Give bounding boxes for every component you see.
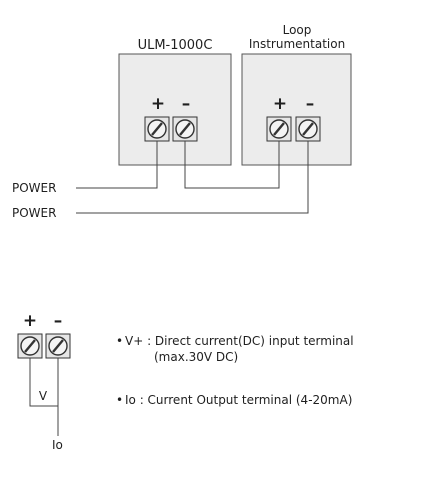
legend-minus-sign: –	[54, 311, 63, 331]
power-label-1: POWER	[12, 181, 56, 195]
instrumentation-label: Instrumentation	[249, 37, 345, 51]
legend-plus-sign: +	[23, 311, 37, 331]
wire-power-1	[76, 141, 158, 189]
loop-instrumentation-box	[241, 53, 352, 166]
note-bullet-2: •	[116, 393, 123, 407]
legend-minus-terminal-icon	[45, 333, 71, 359]
wire-power-2	[76, 141, 309, 214]
ulm-plus-sign: +	[151, 94, 165, 114]
legend-v-label: V	[39, 389, 48, 403]
legend-v-wire	[29, 358, 58, 407]
note-1-line-1: V+ : Direct current(DC) input terminal	[125, 334, 354, 348]
power-label-2: POWER	[12, 206, 56, 220]
loop-label: Loop	[283, 23, 312, 37]
ulm-1000c-box	[118, 53, 232, 166]
loop-minus-terminal-icon	[295, 116, 321, 142]
note-1-line-2: (max.30V DC)	[154, 350, 238, 364]
note-2-line-1: Io : Current Output terminal (4-20mA)	[125, 393, 352, 407]
note-bullet-1: •	[116, 334, 123, 348]
ulm-1000c-label: ULM-1000C	[138, 38, 213, 53]
ulm-plus-terminal-icon	[144, 116, 170, 142]
loop-plus-sign: +	[273, 94, 287, 114]
legend-io-label: Io	[52, 438, 63, 452]
legend-plus-terminal-icon	[17, 333, 43, 359]
ulm-minus-sign: –	[182, 94, 191, 114]
loop-plus-terminal-icon	[266, 116, 292, 142]
loop-minus-sign: –	[306, 94, 315, 114]
wire-ulm-to-loop	[184, 141, 280, 189]
ulm-minus-terminal-icon	[172, 116, 198, 142]
